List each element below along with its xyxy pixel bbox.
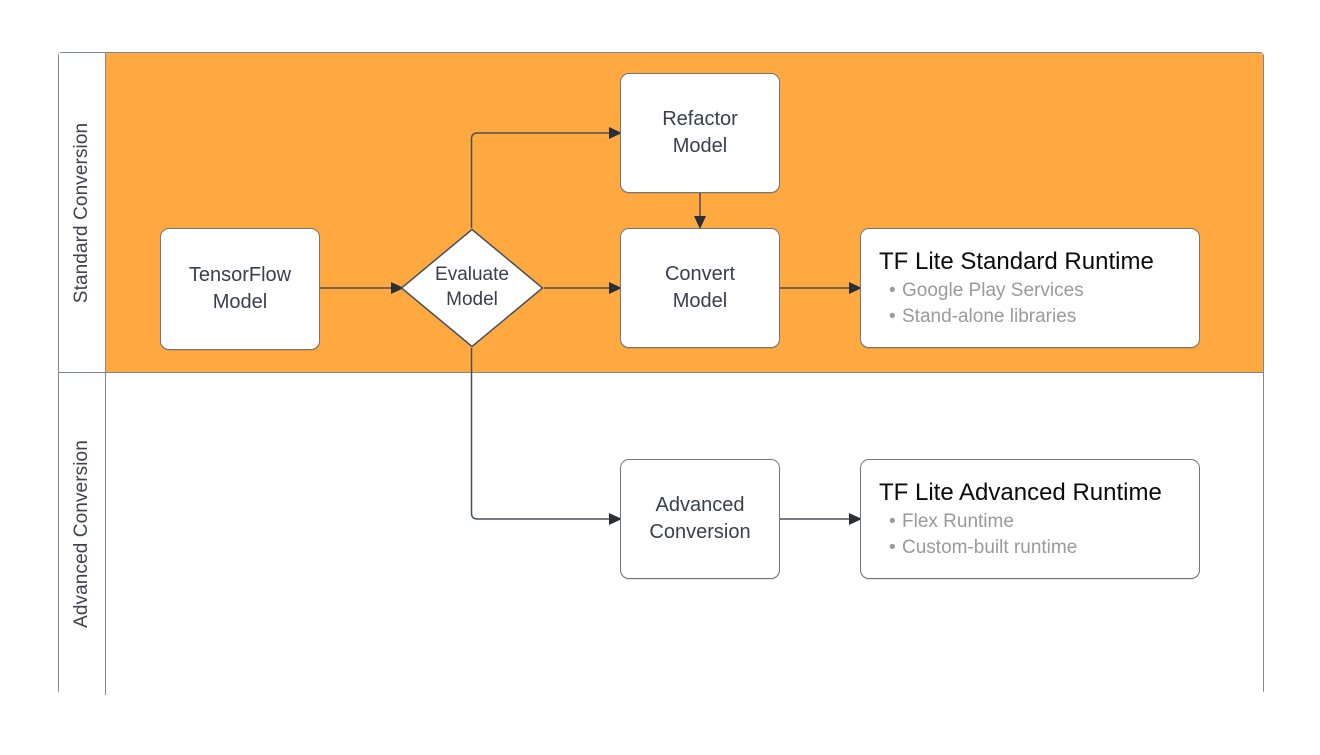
node-convert-model[interactable]: Convert Model <box>620 228 780 348</box>
list-item: Stand-alone libraries <box>889 304 1181 330</box>
diamond-shape <box>400 228 544 348</box>
list-item: Flex Runtime <box>889 509 1181 535</box>
card-standard-runtime[interactable]: TF Lite Standard Runtime Google Play Ser… <box>860 228 1200 348</box>
node-convert-model-line2: Model <box>672 290 728 312</box>
node-evaluate-model[interactable]: Evaluate Model <box>400 228 544 348</box>
card-advanced-runtime[interactable]: TF Lite Advanced Runtime Flex Runtime Cu… <box>860 459 1200 579</box>
list-item: Google Play Services <box>889 278 1181 304</box>
card-standard-runtime-title: TF Lite Standard Runtime <box>879 248 1154 276</box>
node-convert-model-line1: Convert <box>664 263 736 285</box>
node-tensorflow-model-line2: Model <box>212 291 268 313</box>
node-refactor-model[interactable]: Refactor Model <box>620 73 780 193</box>
node-advanced-conversion-line2: Conversion <box>649 521 751 543</box>
card-advanced-runtime-list: Flex Runtime Custom-built runtime <box>879 509 1181 560</box>
card-standard-runtime-list: Google Play Services Stand-alone librari… <box>879 278 1181 329</box>
swimlane-standard-label: Standard Conversion <box>71 122 92 303</box>
node-refactor-model-line1: Refactor <box>662 108 738 130</box>
node-tensorflow-model-line1: TensorFlow <box>188 264 292 286</box>
swimlane-standard-header: Standard Conversion <box>59 53 106 372</box>
card-advanced-runtime-title: TF Lite Advanced Runtime <box>879 479 1162 507</box>
swimlane-advanced-label: Advanced Conversion <box>71 440 93 628</box>
swimlane-advanced-header: Advanced Conversion <box>59 373 106 695</box>
node-advanced-conversion[interactable]: Advanced Conversion <box>620 459 780 579</box>
list-item: Custom-built runtime <box>889 535 1181 561</box>
node-refactor-model-line2: Model <box>672 135 728 157</box>
node-advanced-conversion-line1: Advanced <box>655 494 745 516</box>
node-tensorflow-model[interactable]: TensorFlow Model <box>160 228 320 350</box>
